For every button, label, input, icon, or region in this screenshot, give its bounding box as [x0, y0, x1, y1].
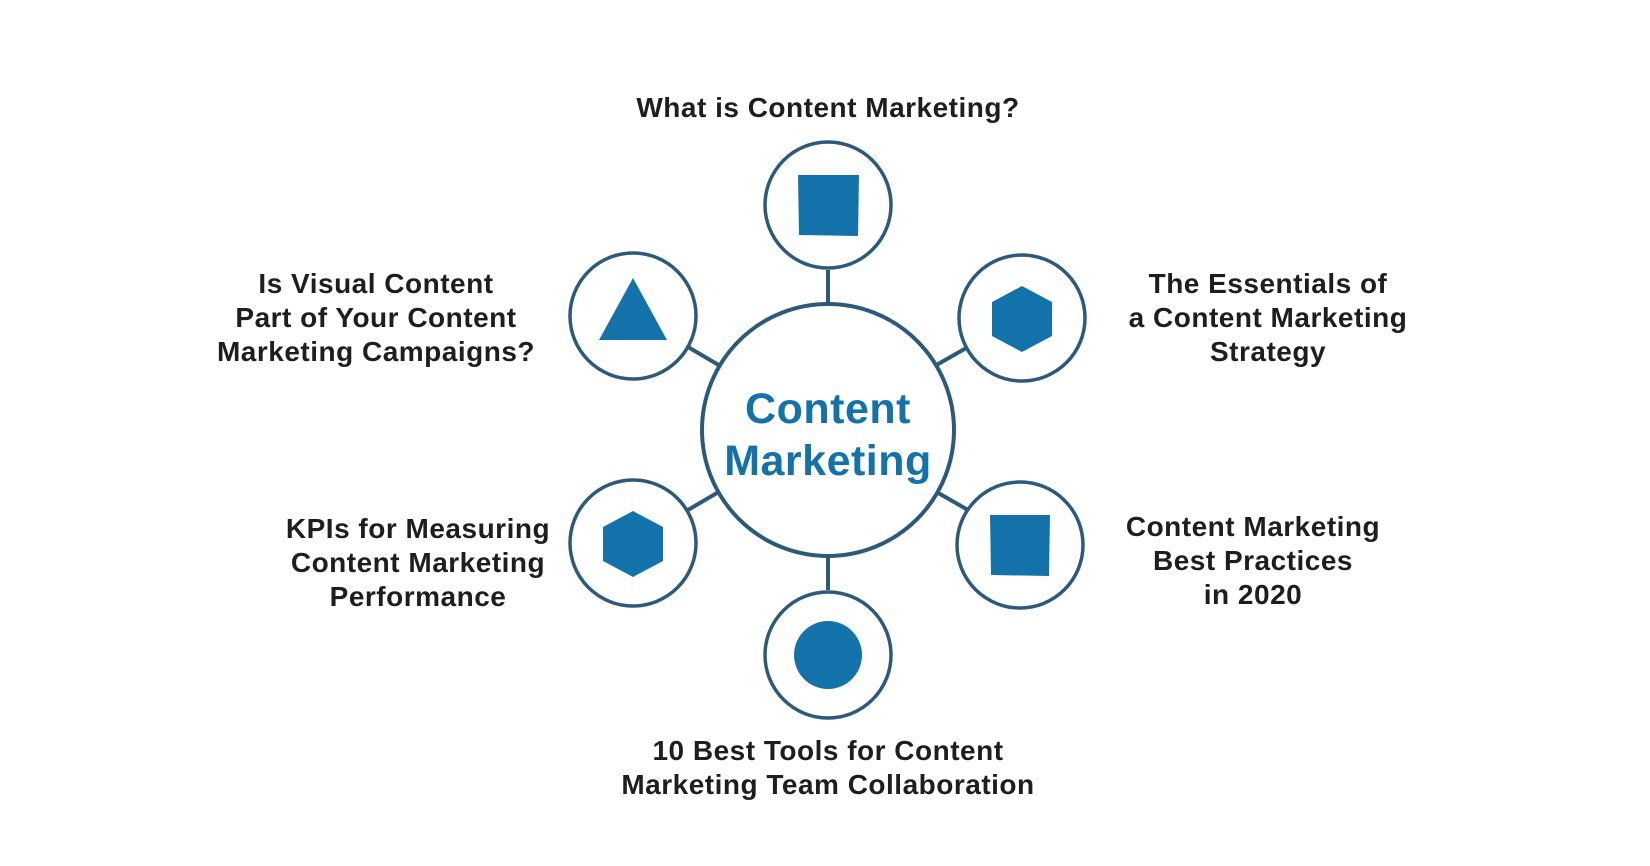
hexagon-icon — [603, 511, 663, 577]
square-icon — [990, 515, 1050, 576]
center-title: Content Marketing — [724, 385, 932, 485]
topic-label-best-tools-collaboration: 10 Best Tools for Content Marketing Team… — [621, 735, 1035, 800]
connector-line — [686, 488, 724, 512]
topic-label-visual-content: Is Visual Content Part of Your Content M… — [216, 268, 536, 367]
circle-icon — [794, 621, 862, 689]
center-circle — [700, 302, 956, 558]
topic-label-essentials-strategy: The Essentials of a Content Marketing St… — [1128, 268, 1408, 367]
square-icon — [798, 175, 859, 236]
connector-line — [686, 345, 724, 369]
topic-label-best-practices-2020: Content Marketing Best Practices in 2020 — [1125, 511, 1381, 610]
triangle-icon — [599, 278, 667, 340]
topic-label-what-is-content-marketing: What is Content Marketing? — [636, 92, 1020, 123]
topic-label-kpis-performance: KPIs for Measuring Content Marketing Per… — [285, 513, 551, 612]
connector-line — [932, 345, 969, 369]
hexagon-icon — [992, 286, 1052, 352]
